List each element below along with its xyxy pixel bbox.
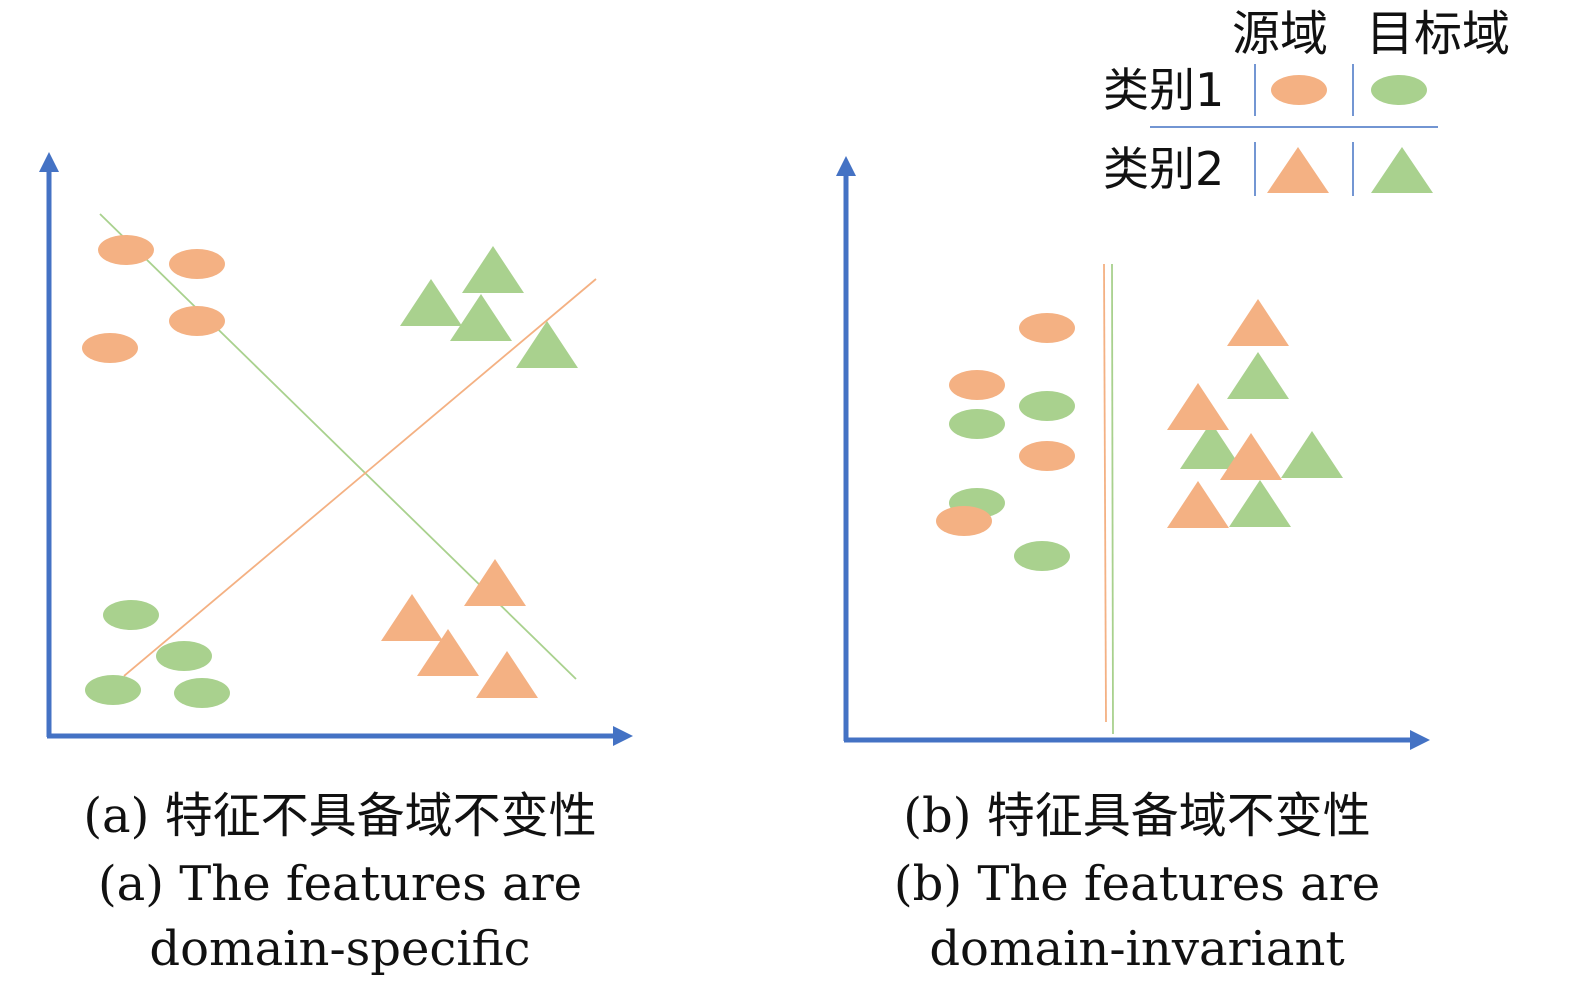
panel-b-caption-en-line1: (b) The features are: [894, 856, 1380, 912]
panel-a-x-axis-arrow: [613, 726, 633, 746]
panel-a-target-class1-point: [174, 678, 230, 708]
panel-b-target-class2-point: [1227, 352, 1289, 399]
panel-b-source-class2-point: [1220, 433, 1282, 480]
panel-a-caption-en-line1: (a) The features are: [98, 856, 582, 912]
panel-b-caption-en-line2: domain-invariant: [929, 921, 1344, 977]
panel-a-source-class2-point: [381, 594, 443, 641]
panel-a-source-class1-point: [169, 306, 225, 336]
panel-b-target-class1-point: [1014, 541, 1070, 571]
legend-target-class2-triangle: [1371, 147, 1433, 193]
legend-header-source: 源域: [1232, 6, 1328, 62]
panel-b-target-boundary-line: [1111, 263, 1114, 735]
panel-a-target-class2-point: [400, 279, 462, 326]
panel-b-target-class1-point: [949, 409, 1005, 439]
legend-class2-label: 类别2: [1103, 142, 1224, 196]
legend-source-class2-triangle: [1267, 147, 1329, 193]
panel-a-source-class1-point: [82, 333, 138, 363]
panel-a-target-class2-point: [450, 294, 512, 341]
panel-b-target-class2-point: [1281, 431, 1343, 478]
panel-a-y-axis-arrow: [39, 152, 59, 172]
panel-b-source-class1-point: [1019, 313, 1075, 343]
panel-b: (b) 特征具备域不变性 (b) The features are domain…: [836, 156, 1430, 977]
panel-a-caption-en-line2: domain-specific: [149, 921, 530, 977]
panel-b-y-axis-arrow: [836, 156, 856, 176]
panel-a-caption-cn: (a) 特征不具备域不变性: [83, 788, 596, 844]
panel-b-target-class1-point: [1019, 391, 1075, 421]
legend-class1-label: 类别1: [1103, 63, 1224, 117]
panel-b-source-class2-point: [1227, 299, 1289, 346]
panel-b-target-class2-point: [1180, 422, 1242, 469]
legend-target-class1-ellipse: [1371, 75, 1427, 105]
panel-b-source-class1-point: [949, 370, 1005, 400]
panel-a-target-class2-point: [462, 246, 524, 293]
panel-b-caption-cn: (b) 特征具备域不变性: [903, 788, 1370, 844]
panel-a-target-class1-point: [103, 600, 159, 630]
legend: 源域 目标域 类别1 类别2: [1103, 6, 1510, 196]
panel-b-source-boundary-line: [1103, 263, 1107, 723]
panel-a-target-class2-point: [516, 321, 578, 368]
panel-b-source-class2-point: [1167, 481, 1229, 528]
panel-a-source-class1-point: [98, 235, 154, 265]
legend-source-class1-ellipse: [1271, 75, 1327, 105]
panel-b-target-class2-point: [1229, 480, 1291, 527]
panel-a-source-class2-point: [464, 559, 526, 606]
panel-a-source-boundary-line: [123, 278, 597, 677]
panel-a-source-class2-point: [476, 651, 538, 698]
panel-a-source-class2-point: [417, 629, 479, 676]
panel-a-target-class1-point: [85, 675, 141, 705]
legend-header-target: 目标域: [1366, 6, 1510, 62]
panel-b-source-class2-point: [1167, 383, 1229, 430]
panel-a-source-class1-point: [169, 249, 225, 279]
panel-b-x-axis-arrow: [1410, 730, 1430, 750]
panel-b-source-class1-point: [1019, 441, 1075, 471]
panel-a: (a) 特征不具备域不变性 (a) The features are domai…: [39, 152, 633, 977]
panel-a-target-class1-point: [156, 641, 212, 671]
panel-b-source-class1-point: [936, 506, 992, 536]
